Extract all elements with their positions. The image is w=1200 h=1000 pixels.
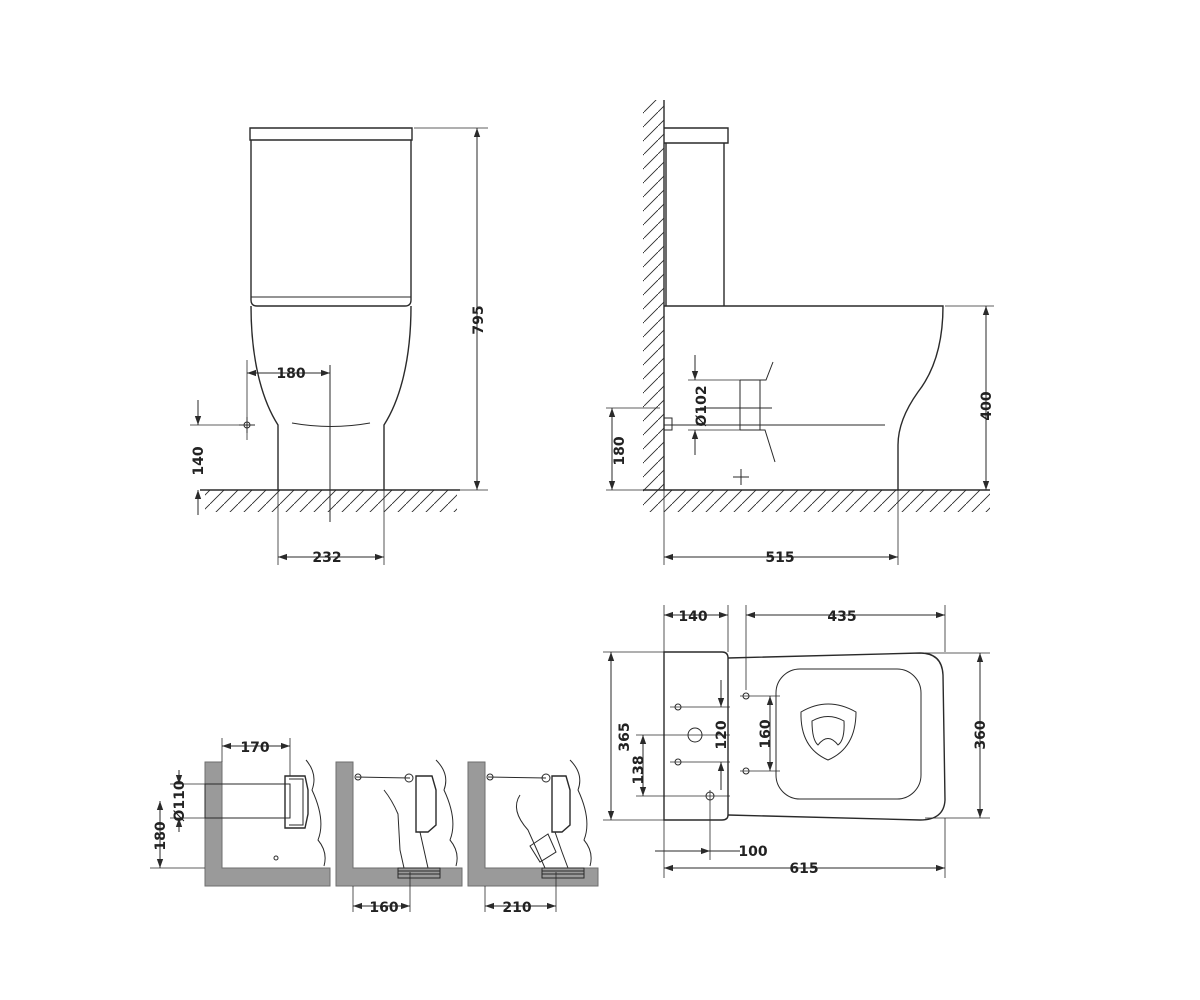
top-dim-120: 120 [714,680,730,790]
top-dim-138: 138 [631,735,647,796]
horizontal-length-label: 170 [240,740,269,756]
side-wall [643,100,665,490]
side-dim-diameter: Ø102 [688,355,745,455]
top-total-length-label: 615 [789,861,818,877]
front-dim-795: 795 [414,127,488,491]
top-lower-hole-label: 138 [631,755,647,784]
front-dim-232: 232 [277,490,385,566]
side-mark-point [733,469,749,485]
vertical-outlet-view: 160 [335,759,463,916]
front-inlet-height-label: 140 [191,446,207,475]
top-dim-365: 365 [603,651,664,821]
front-outlet-offset-label: 180 [276,366,305,382]
top-hole-spacing-label: 120 [714,720,730,749]
front-inlet-point [239,360,255,440]
front-tank-outline [249,127,413,307]
top-view: 140 435 365 138 120 160 [603,605,990,878]
top-bowl-outline [727,652,946,821]
top-tank-width-label: 365 [617,722,633,751]
front-dim-140: 140 [190,400,243,515]
top-bowl-width-label: 360 [973,720,989,749]
front-bowl-outline [250,305,412,522]
front-width-label: 232 [312,550,341,566]
angled-offset-label: 210 [502,900,531,916]
side-view: Ø102 180 400 515 [606,100,995,566]
top-dim-100: 100 [655,844,768,860]
pipe-diameter-label: Ø110 [172,780,188,821]
connection-views: 170 Ø110 180 160 [150,738,599,916]
pipe-height-label: 180 [153,821,169,850]
horizontal-outlet-view: 170 Ø110 180 [150,738,331,887]
side-dim-180: 180 [606,407,660,491]
side-floor [643,489,990,512]
vertical-offset-label: 160 [369,900,398,916]
top-dim-615: 615 [663,818,946,878]
side-depth-label: 515 [765,550,794,566]
top-dim-160: 160 [758,696,774,771]
side-tank-outline [664,127,729,306]
front-view: 180 140 795 232 [190,127,488,566]
angled-outlet-view: 210 [467,759,599,916]
side-dim-400: 400 [945,305,995,490]
top-dim-435: 435 [745,605,946,690]
top-dim-360: 360 [925,652,990,819]
front-total-height-label: 795 [471,305,487,334]
top-bowl-length-label: 435 [827,609,856,625]
top-dim-140: 140 [663,605,729,652]
side-bowl-outline [663,305,944,490]
side-outlet-diameter-label: Ø102 [694,385,710,426]
top-holes [636,692,780,860]
top-offset-label: 100 [738,844,767,860]
top-tank-depth-label: 140 [678,609,707,625]
side-dim-515: 515 [663,490,899,566]
front-dim-180: 180 [247,366,330,382]
side-outlet-height-label: 180 [612,436,628,465]
side-seat-height-label: 400 [979,391,995,420]
top-seat-hole-spacing-label: 160 [758,719,774,748]
